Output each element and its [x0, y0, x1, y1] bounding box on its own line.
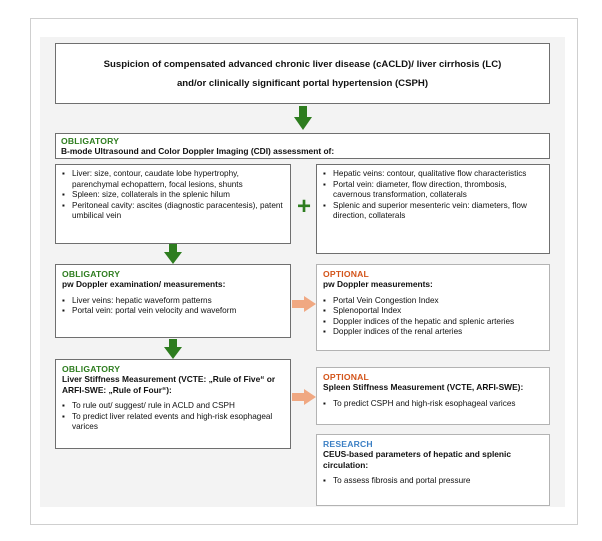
- bmode-right-list: Hepatic veins: contour, qualitative flow…: [323, 169, 543, 222]
- optional-ssm-box: OPTIONAL Spleen Stiffness Measurement (V…: [316, 367, 550, 425]
- list-item: Portal vein: diameter, flow direction, t…: [323, 180, 543, 201]
- bmode-right-box: Hepatic veins: contour, qualitative flow…: [316, 164, 550, 254]
- research-box: RESEARCH CEUS-based parameters of hepati…: [316, 434, 550, 506]
- list-item: To predict liver related events and high…: [62, 412, 284, 433]
- list-item: To predict CSPH and high-risk esophageal…: [323, 399, 543, 410]
- list-item: Doppler indices of the renal arteries: [323, 327, 543, 338]
- pw-doppler-list: Liver veins: hepatic waveform patterns P…: [62, 296, 284, 317]
- optional-tag: OPTIONAL: [323, 269, 369, 279]
- list-item: To assess fibrosis and portal pressure: [323, 476, 543, 487]
- bmode-title: B-mode Ultrasound and Color Doppler Imag…: [61, 146, 335, 156]
- bmode-left-list: Liver: size, contour, caudate lobe hyper…: [62, 169, 284, 222]
- bmode-left-box: Liver: size, contour, caudate lobe hyper…: [55, 164, 291, 244]
- obligatory-tag: OBLIGATORY: [62, 364, 121, 374]
- plus-icon: +: [296, 193, 311, 220]
- right-arrow-icon: [292, 296, 316, 312]
- suspicion-box: Suspicion of compensated advanced chroni…: [55, 43, 550, 104]
- optional-pw-list: Portal Vein Congestion Index Splenoporta…: [323, 296, 543, 338]
- pw-doppler-box: OBLIGATORY pw Doppler examination/ measu…: [55, 264, 291, 338]
- list-item: Peritoneal cavity: ascites (diagnostic p…: [62, 201, 284, 222]
- list-item: Hepatic veins: contour, qualitative flow…: [323, 169, 543, 180]
- ssm-title: Spleen Stiffness Measurement (VCTE, ARFI…: [323, 382, 524, 392]
- right-arrow-icon: [292, 389, 316, 405]
- down-arrow-icon: [164, 339, 182, 359]
- research-title: CEUS-based parameters of hepatic and spl…: [323, 449, 512, 470]
- list-item: Portal Vein Congestion Index: [323, 296, 543, 307]
- obligatory-tag: OBLIGATORY: [62, 269, 121, 279]
- lsm-list: To rule out/ suggest/ rule in ACLD and C…: [62, 401, 284, 433]
- list-item: Portal vein: portal vein velocity and wa…: [62, 306, 284, 317]
- list-item: Splenoportal Index: [323, 306, 543, 317]
- list-item: To rule out/ suggest/ rule in ACLD and C…: [62, 401, 284, 412]
- list-item: Spleen: size, collaterals in the splenic…: [62, 190, 284, 201]
- down-arrow-icon: [294, 106, 312, 130]
- list-item: Splenic and superior mesenteric vein: di…: [323, 201, 543, 222]
- suspicion-line-2: and/or clinically significant portal hyp…: [176, 77, 429, 89]
- suspicion-line-1: Suspicion of compensated advanced chroni…: [103, 58, 502, 70]
- research-tag: RESEARCH: [323, 439, 373, 449]
- lsm-title: Liver Stiffness Measurement (VCTE: „Rule…: [62, 374, 276, 395]
- obligatory-tag: OBLIGATORY: [61, 136, 120, 146]
- bmode-header-box: OBLIGATORY B-mode Ultrasound and Color D…: [55, 133, 550, 159]
- list-item: Doppler indices of the hepatic and splen…: [323, 317, 543, 328]
- list-item: Liver veins: hepatic waveform patterns: [62, 296, 284, 307]
- ssm-list: To predict CSPH and high-risk esophageal…: [323, 399, 543, 410]
- list-item: Liver: size, contour, caudate lobe hyper…: [62, 169, 284, 190]
- down-arrow-icon: [164, 244, 182, 264]
- research-list: To assess fibrosis and portal pressure: [323, 476, 543, 487]
- optional-pw-box: OPTIONAL pw Doppler measurements: Portal…: [316, 264, 550, 351]
- optional-tag: OPTIONAL: [323, 372, 369, 382]
- pw-doppler-title: pw Doppler examination/ measurements:: [62, 279, 226, 289]
- optional-pw-title: pw Doppler measurements:: [323, 279, 433, 289]
- lsm-box: OBLIGATORY Liver Stiffness Measurement (…: [55, 359, 291, 449]
